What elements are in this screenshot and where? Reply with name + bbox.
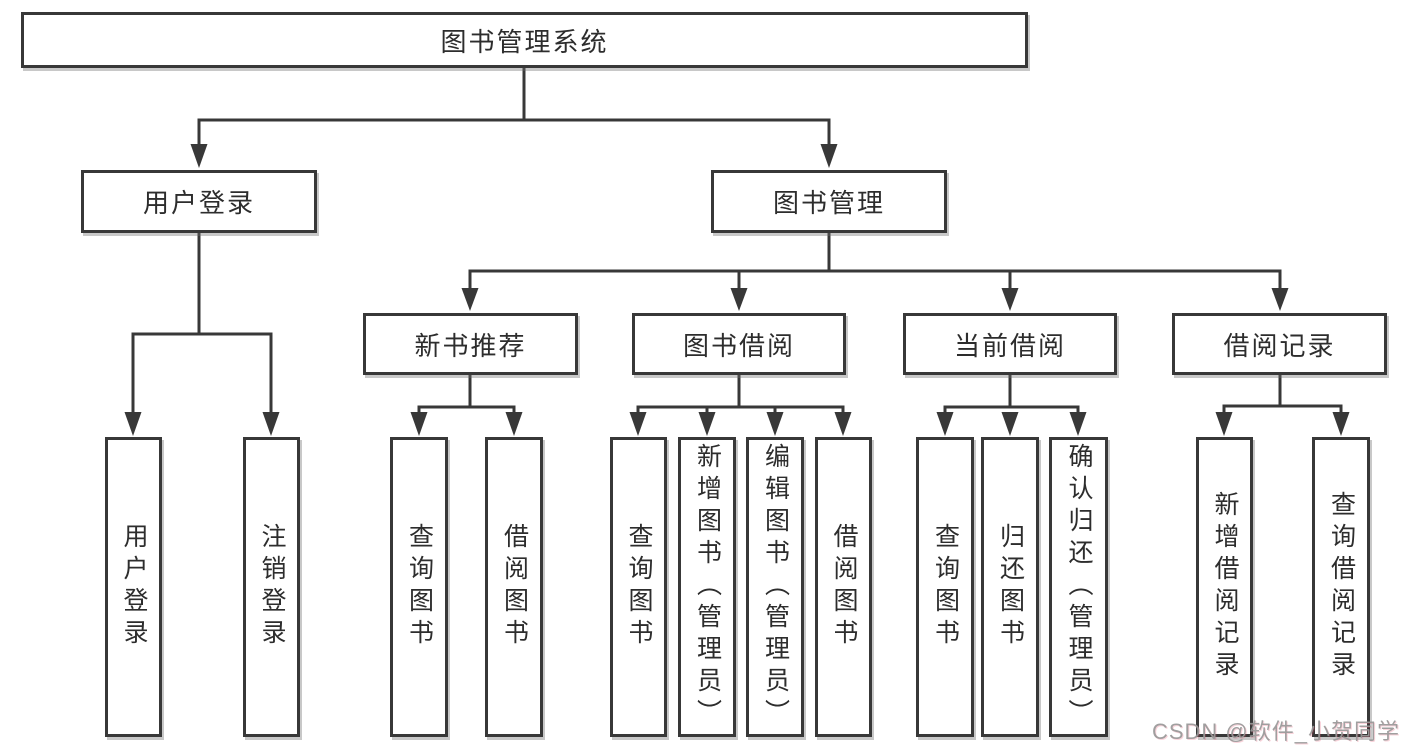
leaf-label: 归还图书 bbox=[996, 523, 1025, 651]
leaf-borrow-books-borrow: 借阅图书 bbox=[815, 437, 872, 737]
node-book-management: 图书管理 bbox=[711, 170, 947, 233]
leaf-label: 查询借阅记录 bbox=[1327, 491, 1356, 683]
leaf-label: 确认归还（管理员） bbox=[1065, 443, 1093, 731]
node-current-borrow: 当前借阅 bbox=[903, 313, 1117, 375]
leaf-query-books-current: 查询图书 bbox=[916, 437, 974, 737]
node-borrow-records: 借阅记录 bbox=[1172, 313, 1387, 375]
node-root: 图书管理系统 bbox=[21, 12, 1028, 68]
node-user-login: 用户登录 bbox=[81, 170, 317, 233]
leaf-logout: 注销登录 bbox=[243, 437, 300, 737]
leaf-confirm-return-admin: 确认归还（管理员） bbox=[1049, 437, 1108, 737]
leaf-label: 借阅图书 bbox=[500, 523, 529, 651]
csdn-watermark: CSDN @软件_小贺同学 bbox=[1151, 719, 1400, 744]
leaf-label: 新增图书（管理员） bbox=[693, 443, 722, 731]
leaf-return-books: 归还图书 bbox=[981, 437, 1039, 737]
leaf-query-books-borrow: 查询图书 bbox=[610, 437, 667, 737]
leaf-label: 新增借阅记录 bbox=[1211, 491, 1239, 683]
leaf-label: 查询图书 bbox=[931, 523, 960, 651]
leaf-label: 编辑图书（管理员） bbox=[761, 443, 790, 731]
leaf-borrow-books-recommend: 借阅图书 bbox=[485, 437, 543, 737]
leaf-label: 用户登录 bbox=[120, 523, 148, 651]
leaf-label: 查询图书 bbox=[625, 523, 653, 651]
leaf-query-books-recommend: 查询图书 bbox=[390, 437, 448, 737]
arrowheads bbox=[124, 144, 1350, 436]
node-new-book-recommend: 新书推荐 bbox=[363, 313, 578, 375]
leaf-label: 查询图书 bbox=[405, 523, 434, 651]
node-book-borrow: 图书借阅 bbox=[632, 313, 846, 375]
leaf-add-borrow-record: 新增借阅记录 bbox=[1196, 437, 1253, 737]
leaf-add-books-admin: 新增图书（管理员） bbox=[678, 437, 736, 737]
leaf-label: 注销登录 bbox=[258, 523, 286, 651]
leaf-edit-books-admin: 编辑图书（管理员） bbox=[746, 437, 804, 737]
leaf-user-login: 用户登录 bbox=[105, 437, 162, 737]
leaf-query-borrow-record: 查询借阅记录 bbox=[1312, 437, 1370, 737]
leaf-label: 借阅图书 bbox=[830, 523, 858, 651]
